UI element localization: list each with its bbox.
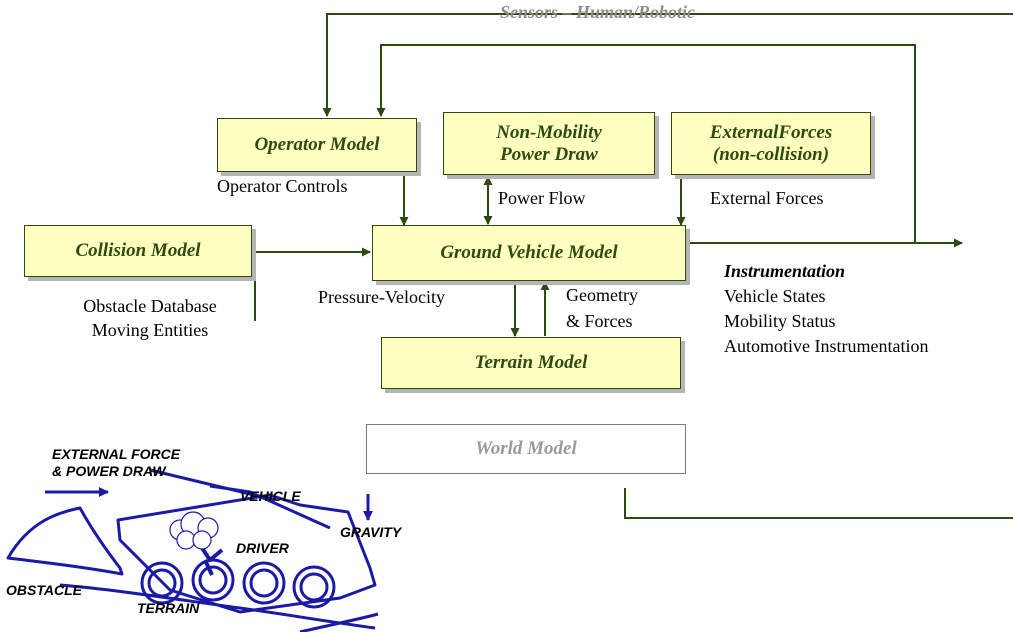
external-forces-label-line1: ExternalForces [709, 121, 833, 143]
non-mobility-label-line1: Non-Mobility [496, 121, 602, 143]
driver-figure [198, 543, 224, 576]
operator-model-box[interactable]: Operator Model [217, 118, 417, 172]
instrumentation-block: Instrumentation Vehicle States Mobility … [724, 259, 928, 359]
operator-controls-label: Operator Controls [217, 176, 348, 196]
power-flow-label: Power Flow [498, 188, 586, 208]
non-mobility-label-line2: Power Draw [500, 143, 598, 165]
instrumentation-item: Vehicle States [724, 286, 826, 306]
operator-model-label: Operator Model [254, 134, 380, 155]
instrumentation-title: Instrumentation [724, 261, 846, 281]
pressure-velocity-label: Pressure-Velocity [318, 287, 445, 307]
terrain-line-2 [299, 612, 379, 632]
instrumentation-item: Mobility Status [724, 311, 836, 331]
terrain-model-label: Terrain Model [474, 352, 588, 373]
obstacle-shape [6, 506, 124, 576]
terrain-label: TERRAIN [137, 600, 200, 616]
driver-label: DRIVER [236, 540, 289, 556]
external-forces-label: External Forces [710, 188, 824, 208]
moving-entities-label: Moving Entities [91, 320, 209, 340]
non-mobility-power-draw-box[interactable]: Non-Mobility Power Draw [443, 112, 655, 175]
terrain-model-box[interactable]: Terrain Model [381, 337, 681, 389]
external-force-label-line1: EXTERNAL FORCE [52, 446, 181, 462]
obstacle-labels: Obstacle Database Moving Entities [50, 294, 250, 342]
ground-vehicle-model-box[interactable]: Ground Vehicle Model [372, 225, 686, 281]
world-model-feed-line [624, 488, 1013, 519]
world-model-label: World Model [475, 438, 577, 459]
wheel [242, 561, 286, 605]
geometry-label: Geometry [566, 285, 638, 305]
sensors-label: Sensors – Human/Robotic [500, 2, 696, 22]
vehicle-label: VEHICLE [240, 488, 301, 504]
sensor-loop-outer [322, 13, 1013, 117]
external-force-label-line2: & POWER DRAW [52, 463, 166, 479]
external-forces-label-line2: (non-collision) [712, 143, 830, 165]
driver-cloud [169, 511, 219, 550]
sensor-loop-inner [376, 44, 916, 243]
external-force-power-draw-label: EXTERNAL FORCE & POWER DRAW [52, 446, 180, 480]
obstacle-database-label: Obstacle Database [83, 296, 217, 316]
geometry-forces-labels: Geometry & Forces [566, 282, 638, 334]
vehicle-illustration [6, 468, 379, 632]
instrumentation-item: Automotive Instrumentation [724, 336, 929, 356]
wheel [292, 565, 336, 609]
external-forces-box[interactable]: ExternalForces (non-collision) [671, 112, 871, 175]
world-model-box[interactable]: World Model [366, 424, 686, 474]
wheel [140, 561, 184, 605]
ground-vehicle-model-label: Ground Vehicle Model [440, 242, 618, 263]
collision-model-box[interactable]: Collision Model [24, 225, 252, 277]
vehicle-deck [149, 468, 331, 530]
gravity-label: GRAVITY [340, 524, 402, 540]
collision-model-label: Collision Model [75, 240, 201, 261]
and-forces-label: & Forces [566, 311, 633, 331]
obstacle-label: OBSTACLE [6, 582, 82, 598]
terrain-line [59, 583, 376, 630]
